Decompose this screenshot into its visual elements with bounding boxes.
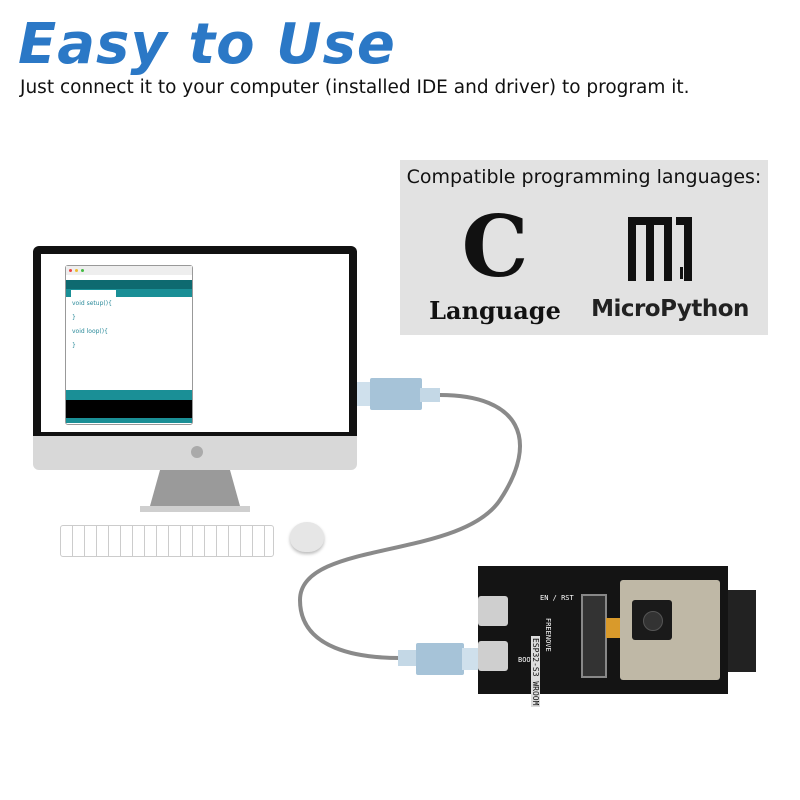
board-label: BOOT bbox=[518, 656, 535, 664]
logo-dot bbox=[191, 446, 203, 458]
camera-connector bbox=[581, 594, 607, 678]
c-language-label: Language bbox=[429, 296, 561, 325]
board-label: FREENOVE bbox=[544, 618, 552, 652]
code-line: void loop(){ bbox=[72, 328, 108, 335]
usb-connector-board bbox=[416, 643, 464, 675]
code-line: void setup(){ bbox=[72, 300, 112, 307]
board-label: ESP32-S3 WROOM bbox=[531, 636, 540, 708]
keyboard bbox=[60, 525, 274, 557]
c-language-logo: C bbox=[461, 197, 529, 296]
code-line: } bbox=[72, 314, 76, 321]
mouse bbox=[290, 522, 324, 552]
page-subtitle: Just connect it to your computer (instal… bbox=[20, 77, 690, 98]
board-label: EN / RST bbox=[540, 594, 574, 602]
languages-panel: Compatible programming languages: C Lang… bbox=[400, 160, 768, 335]
usb-c-port bbox=[478, 641, 508, 671]
camera-module bbox=[632, 600, 672, 640]
page-title: Easy to Use bbox=[18, 12, 396, 77]
ide-toolbar bbox=[66, 280, 192, 289]
monitor-chin bbox=[33, 436, 357, 470]
esp32-module bbox=[620, 580, 720, 680]
monitor-stand bbox=[140, 470, 250, 512]
arduino-ide-window: void setup(){ } void loop(){ } bbox=[65, 265, 193, 425]
micropython-label: MicroPython bbox=[591, 296, 749, 322]
ide-tab bbox=[71, 290, 116, 297]
usb-connector-monitor bbox=[370, 378, 422, 410]
usb-c-port bbox=[478, 596, 508, 626]
ide-console bbox=[66, 400, 192, 418]
code-line: } bbox=[72, 342, 76, 349]
usb-a-connector-tip bbox=[355, 382, 371, 406]
micropython-logo-icon bbox=[628, 217, 692, 281]
languages-heading: Compatible programming languages: bbox=[406, 166, 762, 188]
